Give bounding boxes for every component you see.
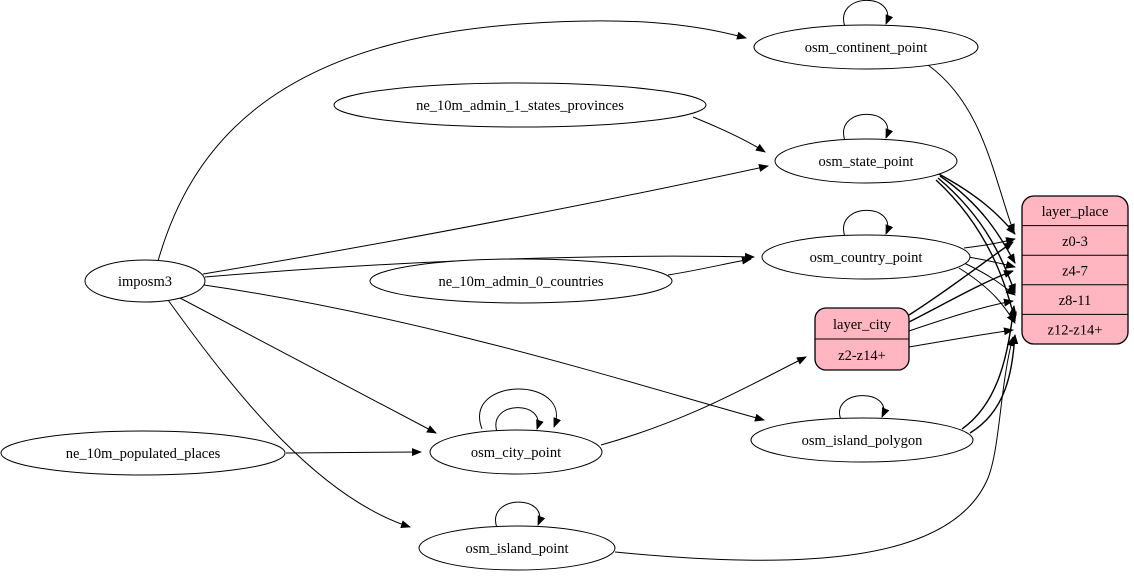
ne-states-label: ne_10m_admin_1_states_provinces [416,98,624,114]
layer-city-title: layer_city [833,317,892,333]
imposm3-label: imposm3 [118,274,172,290]
continent-shape [753,24,979,70]
node-osm-state-point: osm_state_point [774,138,958,184]
edge-islandpolygon-z12 [969,334,1019,434]
selfloop-state [843,113,894,142]
ne-countries-shape [369,258,673,304]
edge-islandpolygon-z8 [961,305,1017,430]
country-label: osm_country_point [810,250,923,266]
edge-state-z8 [937,177,1016,294]
edge-group [157,0,1019,561]
selfloop-city-inner [495,407,544,433]
node-layer-place: layer_place z0-3 z4-7 z8-11 z12-z14+ [1021,195,1129,345]
node-osm-continent-point: osm_continent_point [753,24,979,70]
edge-islandpoint-z12 [614,336,1015,561]
node-layer-city: layer_city z2-z14+ [814,307,910,371]
edge-imposm3-island-polygon [203,284,765,422]
ne-places-shape [0,430,286,476]
edge-city-layercity [600,356,807,446]
continent-label: osm_continent_point [805,40,927,56]
state-shape [774,138,958,184]
node-ne-10m-admin-0-countries: ne_10m_admin_0_countries [369,258,673,304]
island-point-shape [418,525,616,571]
layer-place-row-z8-11: z8-11 [1059,293,1091,309]
edge-imposm3-island-point [167,299,411,529]
edge-country-z4 [967,256,1016,269]
ne-states-shape [333,82,707,128]
node-osm-city-point: osm_city_point [429,429,603,475]
layer-place-row-z0-3: z0-3 [1062,234,1088,250]
layer-place-row-z4-7: z4-7 [1062,264,1088,280]
edge-state-z4 [939,175,1016,264]
edge-necountries-country [667,256,752,276]
country-shape [761,234,971,280]
island-polygon-label: osm_island_polygon [802,433,924,449]
edge-nestates-state [692,116,766,153]
edge-imposm3-continent [157,20,747,262]
layer-city-row-z2-z14: z2-z14+ [838,348,886,364]
edge-country-z12 [958,267,1016,324]
edge-layercity-z0 [908,241,1014,316]
island-point-label: osm_island_point [465,541,568,557]
edge-state-z0 [936,172,1016,235]
city-label: osm_city_point [471,445,561,461]
edge-layercity-z8 [908,298,1014,332]
selfloop-continent [843,0,894,28]
node-osm-island-point: osm_island_point [418,525,616,571]
node-osm-country-point: osm_country_point [761,234,971,280]
layer-place-shape [1021,195,1129,345]
city-shape [429,429,603,475]
island-polygon-shape [750,417,974,463]
node-imposm3: imposm3 [84,259,206,303]
node-ne-10m-populated-places: ne_10m_populated_places [0,430,286,476]
selfloop-country [843,209,894,238]
edge-continent-z0 [927,64,1015,234]
edge-imposm3-state [202,164,769,275]
edge-country-z0 [963,237,1016,249]
edge-imposm3-city [179,297,437,434]
edge-layercity-z12 [908,327,1014,348]
selfloop-island-polygon [839,395,890,421]
ne-places-label: ne_10m_populated_places [66,446,221,462]
node-osm-island-polygon: osm_island_polygon [750,417,974,463]
selfloop-island-point [495,501,546,529]
layer-place-title: layer_place [1042,204,1109,220]
edge-layercity-z4 [908,270,1014,323]
edge-country-z8 [963,262,1016,296]
edge-neplaces-city [285,448,422,457]
ne-countries-label: ne_10m_admin_0_countries [438,274,603,290]
imposm3-shape [84,259,206,303]
node-ne-10m-admin-1-states-provinces: ne_10m_admin_1_states_provinces [333,82,707,128]
selfloop-city-outer [479,388,561,430]
layer-place-row-z12-z14: z12-z14+ [1048,323,1103,339]
state-label: osm_state_point [818,154,913,170]
